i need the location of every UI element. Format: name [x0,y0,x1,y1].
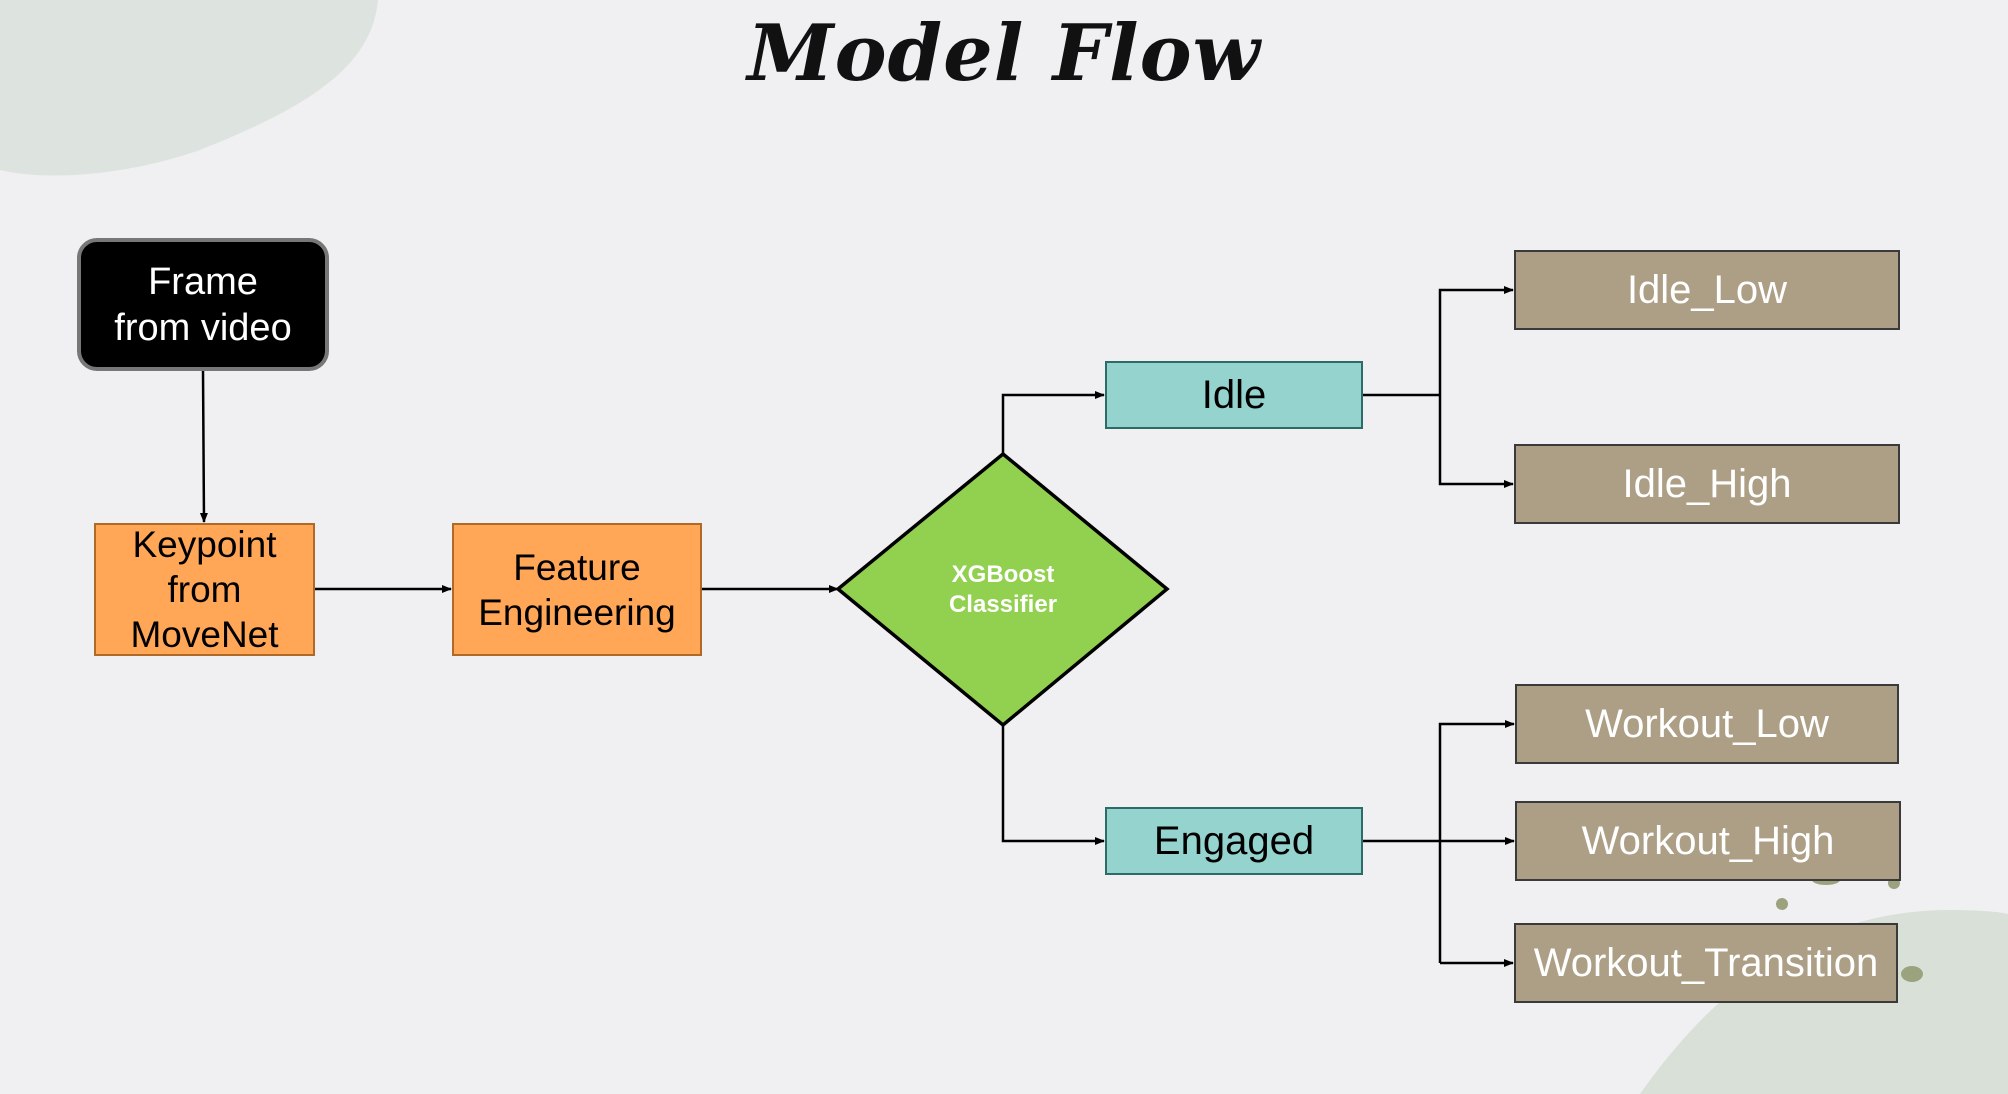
arrow-classifier-idle [1001,391,1105,454]
arrow-workout-low [1438,720,1515,963]
top-left-blob [0,0,378,176]
page-title: Model Flow [747,8,1261,99]
workout-transition-label: Workout_Transition [1533,940,1879,985]
classifier-diamond [835,451,1170,728]
arrow-idle-high [1438,395,1514,488]
arrow-idle-low [1438,286,1514,395]
idle-node: Idle [1105,361,1363,429]
idle-low-label: Idle_Low [1626,267,1788,312]
keypoint-node-label: Keypoint from MoveNet [130,524,279,655]
workout-low-node: Workout_Low [1515,684,1899,764]
workout-high-label: Workout_High [1581,818,1835,863]
keypoint-node: Keypoint from MoveNet [94,523,315,656]
frame-from-video-node: Frame from video [77,238,329,371]
arrow-classifier-engaged [1001,725,1105,845]
arrow-frame-keypoint [199,370,208,523]
decor-dot [1901,966,1923,982]
classifier-label: XGBoost Classifier [880,555,1126,625]
decor-dot [1776,898,1788,910]
workout-transition-node: Workout_Transition [1514,923,1898,1003]
engaged-node: Engaged [1105,807,1363,875]
feature-engineering-node: Feature Engineering [452,523,702,656]
workout-high-node: Workout_High [1515,801,1901,881]
feature-node-label: Feature Engineering [478,546,676,633]
idle-high-node: Idle_High [1514,444,1900,524]
engaged-node-label: Engaged [1153,818,1315,863]
workout-low-label: Workout_Low [1585,701,1829,746]
frame-node-label: Frame from video [114,260,292,349]
classifier-node-label: XGBoost Classifier [948,561,1058,618]
idle-low-node: Idle_Low [1514,250,1900,330]
idle-node-label: Idle [1201,372,1267,417]
idle-high-label: Idle_High [1622,461,1792,506]
